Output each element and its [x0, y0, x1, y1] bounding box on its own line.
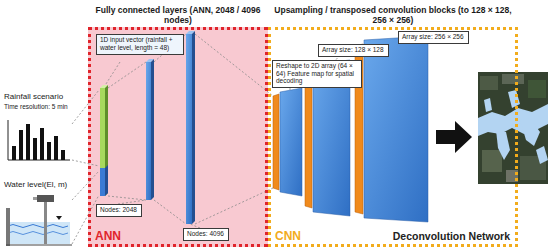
callout-text: 1D input vector (rainfall + water level,…	[100, 36, 180, 51]
group-tag: ANN	[95, 230, 121, 243]
callout-text: Array size: 256 × 256	[402, 33, 465, 41]
reshape-callout: Reshape to 2D array (64 × 64) Feature ma…	[272, 60, 362, 88]
ann-region: Fully connected layers (ANN, 2048 / 4096…	[88, 27, 268, 247]
input-label: Rainfall scenario	[4, 92, 63, 101]
group-heading: Fully connected layers (ANN, 2048 / 4096…	[93, 6, 263, 26]
group-tag: CNN	[275, 230, 301, 243]
water-gauge-icon	[6, 195, 72, 246]
input-callout: 1D input vector (rainfall + water level,…	[96, 34, 184, 55]
output-arrow	[436, 121, 472, 153]
cnn-planes	[273, 36, 428, 222]
ann-fill	[88, 27, 268, 247]
ann-layers	[100, 31, 195, 224]
callout-text: Array size: 128 × 128	[322, 46, 385, 54]
array-size-callout: Array size: 256 × 256	[398, 31, 469, 44]
node-count-callout: Nodes: 4096	[183, 228, 229, 241]
callout-text: Nodes: 2048	[100, 206, 138, 214]
rainfall-chart	[8, 120, 70, 160]
input-label: Time resolution: 5 min	[4, 103, 68, 110]
group-heading: Upsampling / transposed convolution bloc…	[273, 6, 513, 26]
input-label: Water level(El, m)	[4, 180, 67, 189]
array-size-callout: Array size: 128 × 128	[318, 44, 389, 57]
cnn-region: Upsampling / transposed convolution bloc…	[268, 27, 518, 247]
node-count-callout: Nodes: 2048	[96, 204, 142, 217]
callout-text: Nodes: 4096	[187, 230, 225, 238]
group-tag: Deconvolution Network	[393, 231, 510, 243]
callout-text: Reshape to 2D array (64 × 64) Feature ma…	[276, 62, 358, 85]
flood-map	[478, 72, 548, 184]
